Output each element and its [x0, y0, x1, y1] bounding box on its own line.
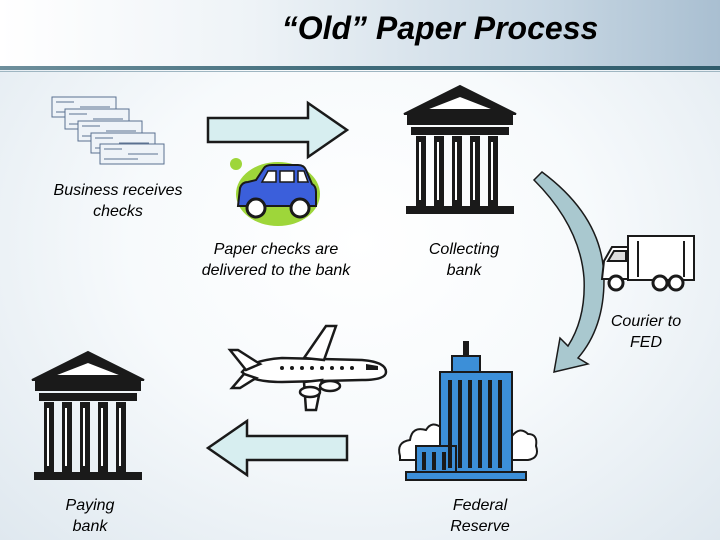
label-courier-to-fed: Courier to FED: [610, 313, 682, 351]
label-federal-reserve: Federal Reserve: [450, 497, 510, 535]
airplane-icon: [227, 324, 388, 412]
curved-arrow-icon: [532, 171, 605, 373]
label-collecting-bank: Collecting bank: [428, 241, 500, 279]
title-bar: [0, 0, 720, 66]
bank-building-icon: [403, 84, 517, 214]
label-paying-bank: Paying bank: [65, 497, 115, 535]
slide-title: “Old” Paper Process: [281, 10, 599, 46]
car-icon: [230, 158, 320, 226]
arrow-right-icon: [206, 100, 350, 160]
skyscraper-icon: [398, 341, 538, 481]
bank-building-icon: [31, 350, 145, 480]
label-business-receives-checks: Business receives checks: [53, 182, 183, 220]
label-paper-checks-delivered: Paper checks are delivered to the bank: [201, 241, 351, 279]
truck-icon: [600, 235, 695, 292]
arrow-left-icon: [205, 418, 349, 478]
title-divider-thin: [0, 71, 720, 72]
checks-stack-icon: [51, 96, 165, 165]
title-divider: [0, 66, 720, 70]
